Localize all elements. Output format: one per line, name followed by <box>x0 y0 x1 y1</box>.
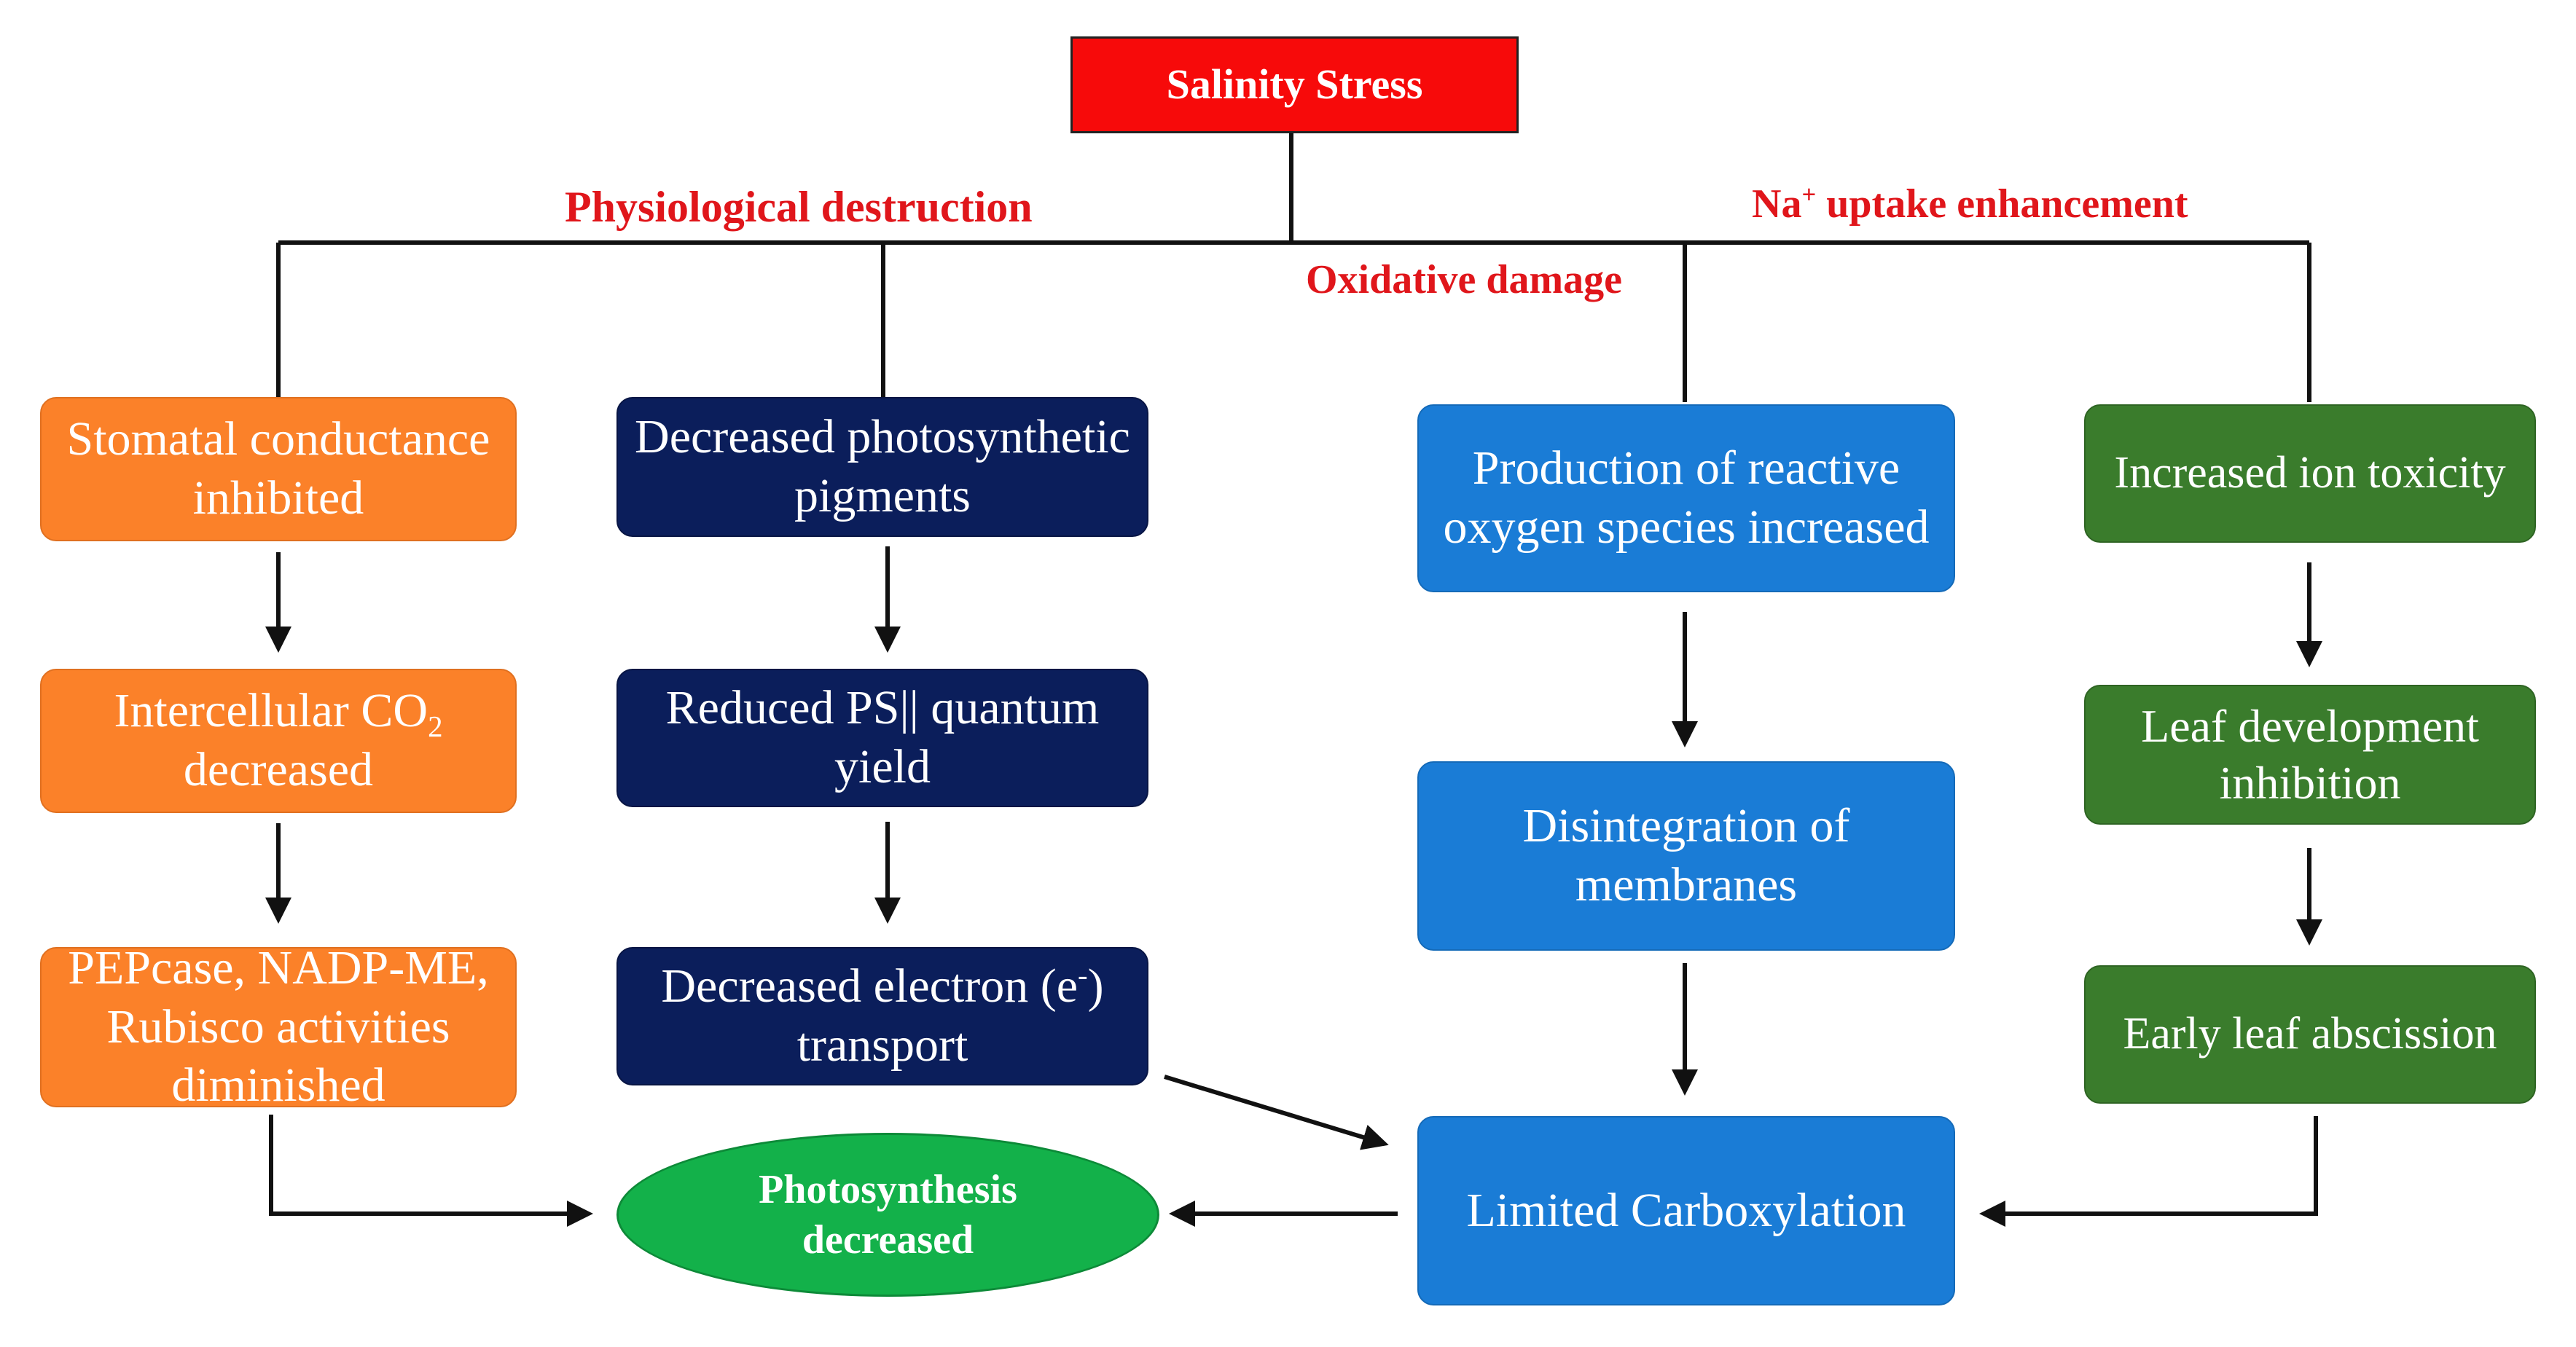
stomatal-conductance-box: Stomatal conductance inhibited <box>40 397 517 541</box>
arrow-electron-to-carboxylation <box>1164 1075 1389 1150</box>
label-oxidative-damage: Oxidative damage <box>1306 257 1622 302</box>
salinity-stress-box: Salinity Stress <box>1070 36 1519 133</box>
electron-suffix: ) <box>1087 959 1104 1013</box>
co2-line1: Intercellular CO2 <box>114 682 443 744</box>
na-superscript: + <box>1801 180 1817 209</box>
electron-line2: transport <box>796 1018 968 1072</box>
co2-line2: decreased <box>183 743 374 796</box>
electron-transport-box: Decreased electron (e-) transport <box>616 947 1148 1085</box>
reactive-oxygen-species-box: Production of reactive oxygen species in… <box>1417 404 1955 592</box>
electron-line1: Decreased electron (e-) <box>661 957 1103 1016</box>
label-physiological-destruction: Physiological destruction <box>565 183 1033 231</box>
arrow-abscission-to-carboxylation <box>1979 1116 2318 1227</box>
intercellular-co2-box: Intercellular CO2 decreased <box>40 669 517 813</box>
membrane-disintegration-box: Disintegration of membranes <box>1417 761 1955 951</box>
co2-subscript: 2 <box>428 710 443 744</box>
electron-prefix: Decreased electron (e <box>661 959 1078 1013</box>
label-na-uptake-enhancement: Na+ uptake enhancement <box>1752 181 2188 227</box>
leaf-development-box: Leaf development inhibition <box>2084 685 2536 825</box>
limited-carboxylation-box: Limited Carboxylation <box>1417 1116 1955 1305</box>
arrow-enzymes-to-photosynthesis <box>269 1115 593 1227</box>
electron-superscript: - <box>1078 959 1088 992</box>
na-prefix: Na <box>1752 181 1802 227</box>
na-suffix: uptake enhancement <box>1816 181 2188 227</box>
psii-quantum-yield-box: Reduced PS|| quantum yield <box>616 669 1148 807</box>
photosynthesis-decreased-ellipse: Photosynthesis decreased <box>616 1133 1159 1297</box>
enzyme-activities-box: PEPcase, NADP-ME, Rubisco activities dim… <box>40 941 517 1112</box>
ion-toxicity-box: Increased ion toxicity <box>2084 404 2536 543</box>
co2-prefix: Intercellular CO <box>114 684 428 738</box>
leaf-abscission-box: Early leaf abscission <box>2084 965 2536 1104</box>
photosynthetic-pigments-box: Decreased photosynthetic pigments <box>616 397 1148 537</box>
